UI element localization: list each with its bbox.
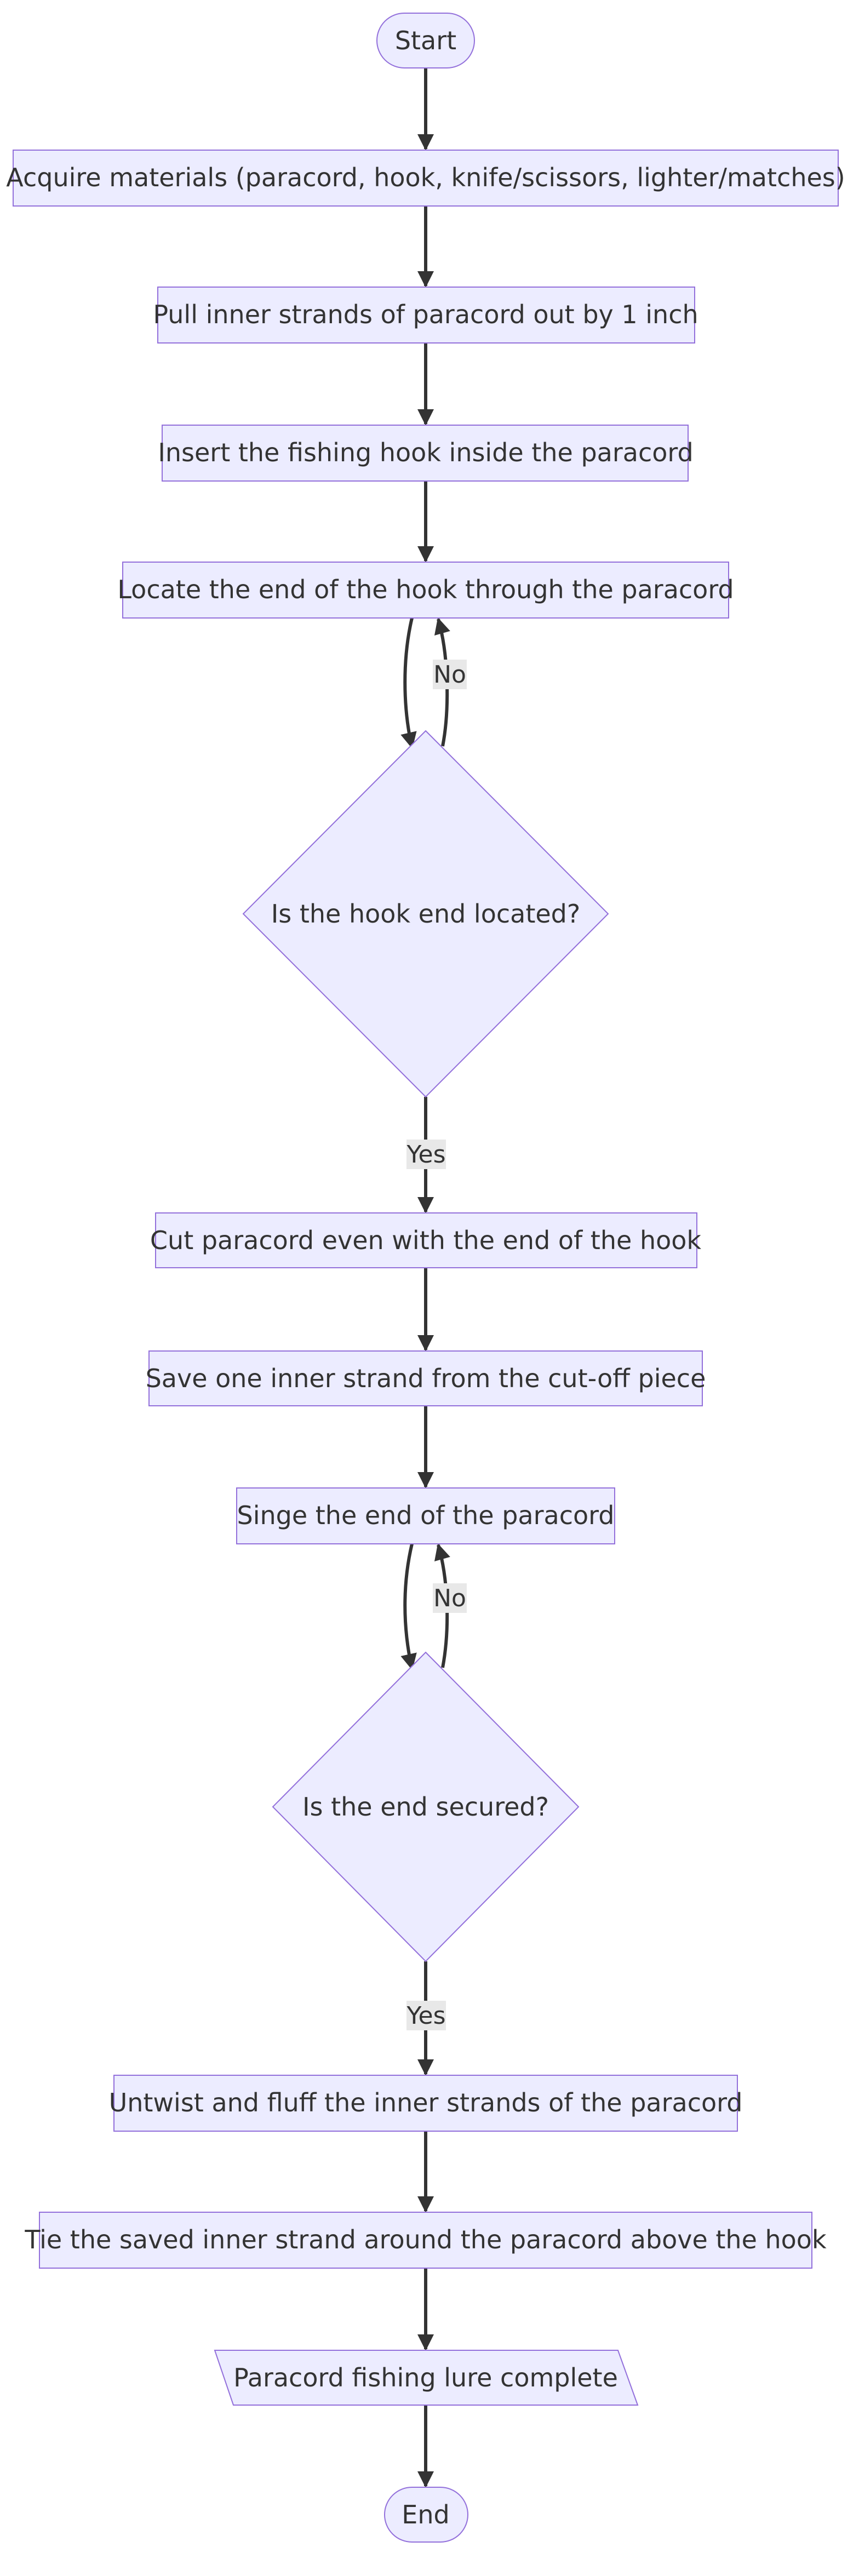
- cut-paracord-label: Cut paracord even with the end of the ho…: [150, 1226, 701, 1255]
- pull-strands-label: Pull inner strands of paracord out by 1 …: [153, 300, 698, 329]
- save-strand-label: Save one inner strand from the cut-off p…: [146, 1364, 706, 1393]
- insert-hook-label: Insert the fishing hook inside the parac…: [158, 438, 693, 467]
- cut-paracord-node: Cut paracord even with the end of the ho…: [150, 1212, 701, 1268]
- locate-hook-end-label: Locate the end of the hook through the p…: [117, 575, 734, 604]
- edge-label-bg-secured-yes: [406, 2001, 446, 2030]
- tie-strand-label: Tie the saved inner strand around the pa…: [24, 2225, 827, 2254]
- end-node-label: End: [402, 2500, 449, 2529]
- singe-end-label: Singe the end of the paracord: [237, 1501, 615, 1530]
- tie-strand-node: Tie the saved inner strand around the pa…: [24, 2212, 827, 2269]
- edge-label-bg-located-yes: [406, 1140, 446, 1169]
- lure-complete-node: Paracord fishing lure complete: [214, 2350, 639, 2406]
- edge-locate-to-decision: [400, 617, 417, 749]
- decision-hook-located-label: Is the hook end located?: [271, 899, 581, 929]
- edge-labels: No Yes No Yes: [406, 660, 467, 2030]
- nodes: Start Acquire materials (paracord, hook,…: [6, 13, 845, 2543]
- save-strand-node: Save one inner strand from the cut-off p…: [146, 1350, 706, 1406]
- singe-end-node-shape: [236, 1487, 615, 1544]
- edge-label-bg-located-no: [433, 660, 467, 689]
- untwist-strands-label: Untwist and fluff the inner strands of t…: [109, 2088, 743, 2117]
- acquire-materials-node-shape: [13, 150, 839, 207]
- pull-strands-node-shape: [157, 287, 695, 344]
- start-node-label: Start: [395, 26, 456, 55]
- acquire-materials-node: Acquire materials (paracord, hook, knife…: [6, 150, 845, 207]
- end-node-shape: [384, 2487, 468, 2543]
- edge-label-secured-yes: Yes: [406, 2002, 445, 2030]
- locate-hook-end-node-shape: [122, 562, 729, 619]
- tie-strand-node-shape: [39, 2212, 812, 2269]
- acquire-materials-label: Acquire materials (paracord, hook, knife…: [6, 163, 845, 192]
- edge-label-bg-secured-no: [433, 1583, 467, 1613]
- decision-end-secured-label: Is the end secured?: [302, 1792, 549, 1822]
- edge-label-located-no: No: [433, 661, 466, 689]
- lure-complete-label: Paracord fishing lure complete: [233, 2363, 618, 2392]
- decision-end-secured-shape: [272, 1651, 580, 1962]
- insert-hook-node-shape: [162, 425, 689, 482]
- untwist-strands-node-shape: [113, 2075, 738, 2132]
- save-strand-node-shape: [148, 1350, 703, 1406]
- end-node: End: [384, 2487, 468, 2543]
- start-node: Start: [376, 13, 475, 68]
- singe-end-node: Singe the end of the paracord: [236, 1487, 615, 1544]
- decision-hook-located: Is the hook end located?: [242, 730, 609, 1098]
- untwist-strands-node: Untwist and fluff the inner strands of t…: [109, 2075, 743, 2132]
- edge-singe-to-decision: [400, 1543, 417, 1670]
- start-node-shape: [376, 13, 475, 68]
- edge-label-located-yes: Yes: [406, 1141, 445, 1169]
- insert-hook-node: Insert the fishing hook inside the parac…: [158, 425, 694, 482]
- decision-end-secured: Is the end secured?: [272, 1651, 580, 1962]
- cut-paracord-node-shape: [155, 1212, 697, 1268]
- decision-hook-located-shape: [242, 730, 609, 1098]
- locate-hook-end-node: Locate the end of the hook through the p…: [117, 562, 734, 619]
- pull-strands-node: Pull inner strands of paracord out by 1 …: [153, 287, 698, 344]
- edge-label-secured-no: No: [433, 1584, 466, 1612]
- lure-complete-node-shape: [214, 2350, 639, 2406]
